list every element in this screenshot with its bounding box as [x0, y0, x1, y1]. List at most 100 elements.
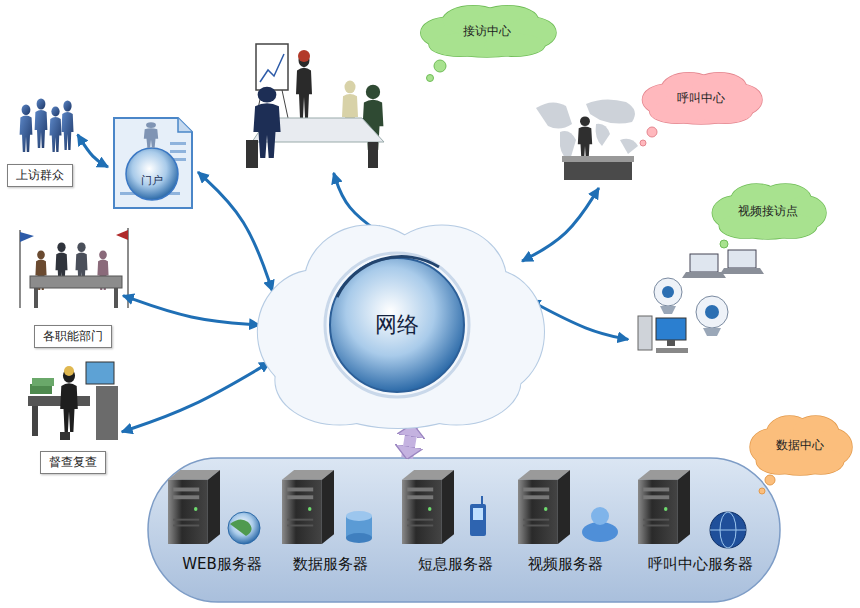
portal-icon	[126, 148, 178, 200]
portal-icon	[114, 118, 192, 208]
node-label: 上访群众	[7, 164, 73, 187]
video-illustration	[654, 278, 682, 306]
portal-icon	[170, 142, 186, 145]
server-icons	[470, 504, 486, 536]
labelled-icon: 上访群众	[0, 95, 80, 187]
meeting-illustration	[368, 142, 378, 168]
callout-cloud-box: 数据中心	[748, 415, 852, 475]
server-icons	[346, 533, 372, 543]
network-label: 网络	[375, 310, 419, 340]
meeting-illustration	[298, 50, 310, 62]
server-icons	[282, 470, 334, 544]
cloud-shape	[421, 6, 556, 57]
video-illustration	[720, 240, 728, 248]
video-illustration	[703, 328, 721, 336]
department-icon	[20, 228, 128, 308]
call-center-illustration	[586, 99, 635, 123]
server-icons	[228, 512, 260, 544]
cloud-shape	[642, 73, 762, 124]
server-node: 数据服务器	[276, 466, 384, 578]
video-illustration	[662, 286, 674, 298]
video-illustration	[682, 272, 726, 278]
server-icons	[765, 475, 775, 485]
server-icons	[346, 511, 372, 521]
supervision-icon	[28, 396, 90, 406]
callout-text: 数据中心	[776, 437, 824, 454]
meeting-illustration	[296, 53, 312, 118]
meeting-illustration	[282, 90, 288, 118]
server-icons	[481, 496, 483, 504]
server-node: 呼叫中心服务器	[628, 466, 772, 578]
network-globe: 网络	[329, 257, 465, 393]
cloud-shape	[258, 225, 544, 428]
video-illustration	[696, 296, 728, 328]
people-icon	[20, 104, 33, 152]
department-icon	[114, 288, 118, 308]
video-illustration	[638, 316, 652, 350]
server-node: WEB服务器	[168, 466, 276, 578]
server-label: 呼叫中心服务器	[648, 555, 753, 574]
connector-arrow	[122, 362, 270, 432]
data-center-band	[148, 458, 780, 602]
cloud-shape	[712, 184, 826, 239]
callout-cloud: 接访中心	[238, 3, 560, 173]
call-center-illustration	[596, 124, 610, 146]
connector-arrow	[78, 135, 108, 167]
globe-shape	[337, 257, 439, 297]
supervision-icon	[28, 362, 118, 440]
video-illustration	[638, 240, 764, 353]
people-icon	[20, 99, 74, 153]
portal-icon	[170, 150, 186, 153]
server-icons	[638, 470, 690, 544]
portal-label: 门户	[141, 173, 163, 188]
server-icons	[168, 470, 775, 548]
server-icons	[518, 470, 570, 544]
meeting-illustration	[246, 140, 258, 168]
callout-text: 接访中心	[463, 23, 511, 40]
people-icon	[35, 99, 48, 149]
meeting-illustration	[256, 44, 288, 90]
call-center-illustration	[647, 127, 657, 137]
connector-arrow	[522, 188, 599, 261]
server-label: 数据服务器	[293, 555, 368, 574]
server-icons	[759, 488, 765, 494]
department-icon	[34, 288, 38, 308]
cloud-shape	[756, 448, 802, 474]
call-center-illustration	[560, 131, 576, 160]
video-illustration	[728, 250, 756, 268]
connector-arrow	[407, 425, 412, 458]
labelled-icon: 督查复查	[12, 350, 134, 474]
server-icons	[168, 470, 220, 544]
server-node: 短息服务器	[398, 466, 512, 578]
video-illustration	[656, 318, 686, 340]
supervision-icon	[32, 378, 54, 386]
supervision-icon	[96, 386, 118, 440]
cloud-shape	[750, 416, 852, 475]
server-label: 视频服务器	[528, 555, 603, 574]
cloud-shape	[798, 448, 844, 474]
server-icons	[473, 508, 483, 520]
labelled-icon: 各职能部门	[12, 226, 134, 348]
meeting-illustration	[427, 75, 434, 82]
callout-cloud: 呼叫中心	[528, 70, 764, 188]
video-illustration	[656, 348, 688, 353]
supervision-icon	[32, 406, 38, 436]
callout-cloud-box: 接访中心	[418, 5, 556, 57]
connector-arrow	[123, 296, 260, 325]
supervision-icon	[86, 362, 114, 384]
cloud-shape	[421, 6, 556, 57]
department-icon	[116, 230, 128, 240]
network-cloud: 网络	[252, 222, 544, 428]
callout-cloud-box: 视频接访点	[710, 183, 826, 239]
node-label: 督查复查	[40, 451, 106, 474]
call-center-illustration	[562, 156, 634, 162]
server-icons	[710, 512, 746, 548]
data-center-band: WEB服务器数据服务器短息服务器视频服务器呼叫中心服务器数据中心	[148, 458, 780, 602]
cloud-shape	[712, 184, 826, 239]
server-label: WEB服务器	[182, 555, 262, 574]
globe-shape	[325, 253, 469, 397]
connector-arrow	[198, 172, 272, 291]
server-icons	[402, 470, 454, 544]
cloud-shape	[258, 225, 544, 428]
cloud-shape	[798, 448, 844, 474]
